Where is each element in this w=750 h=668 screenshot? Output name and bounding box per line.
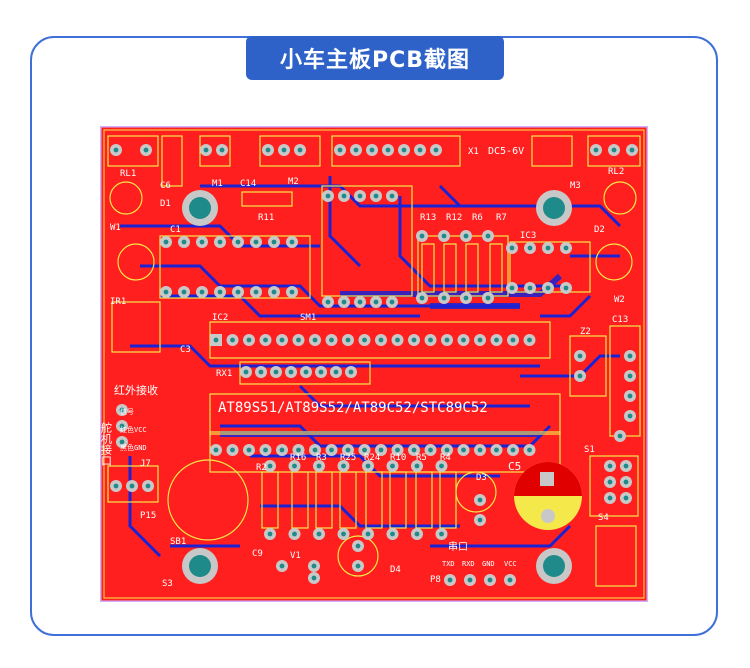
blue-traces [120, 176, 622, 558]
label-c9: C9 [252, 549, 263, 559]
label-r12: R12 [446, 213, 462, 223]
label-r10: R10 [390, 453, 406, 463]
label-c14: C14 [240, 179, 256, 189]
label-r16: R16 [290, 453, 306, 463]
label-r7: R7 [496, 213, 507, 223]
label-m2: M2 [288, 177, 299, 187]
label-gnd: 黑色GND [120, 443, 147, 452]
label-p15: P15 [140, 511, 156, 521]
label-rl1: RL1 [120, 169, 136, 179]
mcu-chip-label: AT89S51/AT89S52/AT89C52/STC89C52 [218, 400, 488, 416]
label-vcc2: VCC [504, 560, 517, 568]
label-ic3: IC3 [520, 231, 536, 241]
label-c3: C3 [180, 345, 191, 355]
label-p8: P8 [430, 575, 441, 585]
component-pads [110, 144, 638, 586]
label-r3: R3 [316, 453, 327, 463]
label-c5: C5 [508, 460, 521, 473]
label-d3: D3 [476, 473, 487, 483]
label-s3: S3 [162, 579, 173, 589]
label-txd: TXD [442, 560, 455, 568]
label-w2: W2 [614, 295, 625, 305]
label-d1: D1 [160, 199, 171, 209]
label-r6: R6 [472, 213, 483, 223]
label-gnd2: GND [482, 560, 495, 568]
label-r13: R13 [420, 213, 436, 223]
label-r25: R25 [340, 453, 356, 463]
label-r5: R5 [416, 453, 427, 463]
label-ir-recv: 红外接收 [114, 383, 158, 397]
page-title: 小车主板PCB截图 [246, 36, 504, 80]
label-z2: Z2 [580, 327, 591, 337]
label-m1: M1 [212, 179, 223, 189]
label-r11: R11 [258, 213, 274, 223]
pcb-svg: RL1 C6 M1 C14 M2 X1 DC5-6V M3 RL2 D1 R11… [98, 124, 650, 604]
pcb-board-image: RL1 C6 M1 C14 M2 X1 DC5-6V M3 RL2 D1 R11… [98, 124, 650, 604]
label-sensor: 舵机接口 [100, 421, 113, 466]
label-d2: D2 [594, 225, 605, 235]
label-serial: 串口 [448, 541, 468, 553]
mounting-holes [182, 190, 572, 584]
label-c1: C1 [170, 225, 181, 235]
label-rx1: RX1 [216, 369, 232, 379]
label-x1: X1 [468, 147, 479, 157]
label-c13: C13 [612, 315, 628, 325]
label-c6: C6 [160, 181, 171, 191]
label-sm1: SM1 [300, 313, 316, 323]
label-v1: V1 [290, 551, 301, 561]
label-r24: R24 [364, 453, 380, 463]
board-silk-border [103, 129, 645, 599]
label-r2: R2 [256, 463, 267, 473]
label-s4: S4 [598, 513, 609, 523]
component-labels: RL1 C6 M1 C14 M2 X1 DC5-6V M3 RL2 D1 R11… [100, 146, 629, 589]
label-j7: J7 [140, 459, 151, 469]
label-d4: D4 [390, 565, 401, 575]
label-w1: W1 [110, 223, 121, 233]
label-signal: 信号 [120, 407, 134, 416]
label-sb1: SB1 [170, 537, 186, 547]
label-s1: S1 [584, 445, 595, 455]
label-vcc: 红色VCC [120, 425, 147, 434]
label-rl2: RL2 [608, 167, 624, 177]
label-rxd: RXD [462, 560, 475, 568]
label-r4: R4 [440, 453, 451, 463]
label-dc: DC5-6V [488, 146, 524, 157]
capacitor-c5 [514, 462, 582, 530]
resistor-outlines [261, 243, 503, 529]
label-ir1: IR1 [110, 297, 126, 307]
label-ic2: IC2 [212, 313, 228, 323]
label-m3: M3 [570, 181, 581, 191]
